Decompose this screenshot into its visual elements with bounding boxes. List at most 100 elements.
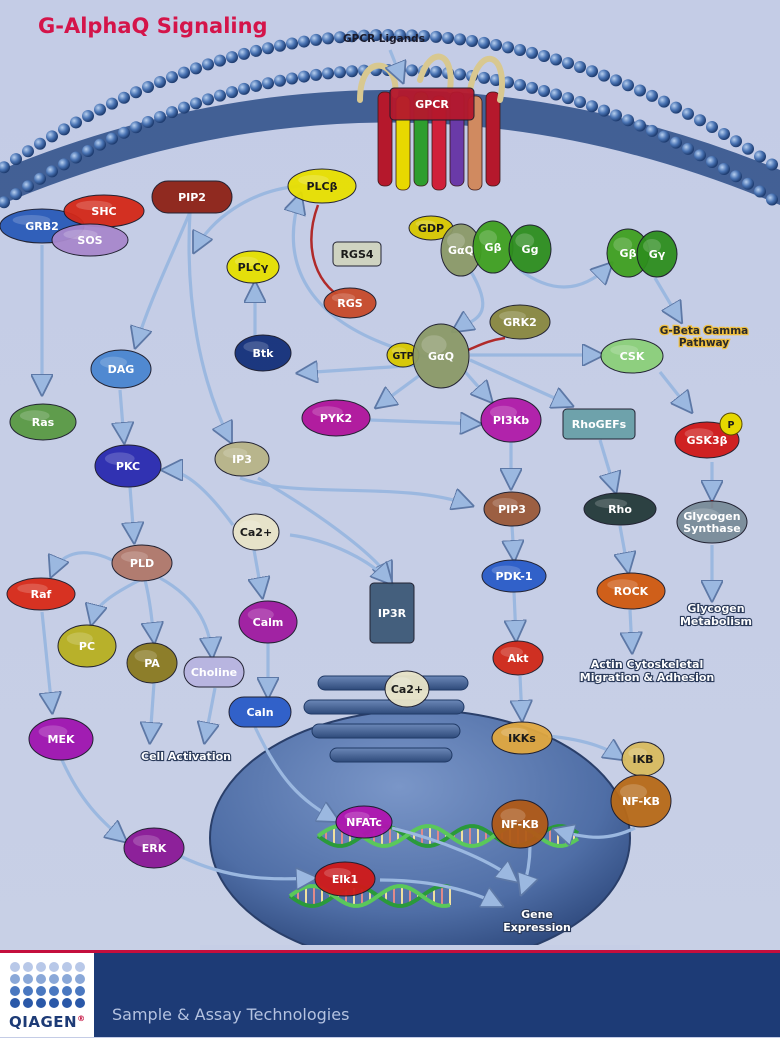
node-pi3k[interactable]: PI3Kb — [480, 397, 542, 443]
lipid-bead — [682, 142, 694, 155]
node-choline[interactable]: Choline — [183, 656, 245, 688]
lipid-bead — [478, 36, 490, 49]
node-sos[interactable]: SOS — [51, 223, 129, 257]
lipid-bead — [718, 163, 730, 176]
node-elk1[interactable]: Elk1 — [314, 861, 376, 897]
lipid-bead — [406, 29, 418, 42]
node-ca_er[interactable]: Ca2+ — [384, 670, 430, 708]
lipid-bead — [0, 196, 10, 209]
node-pc[interactable]: PC — [57, 624, 117, 668]
node-gg_right[interactable]: Gγ — [636, 230, 678, 278]
node-ip3r[interactable]: IP3R — [369, 582, 415, 644]
node-label: PI3Kb — [493, 414, 529, 427]
node-ikb[interactable]: IKB — [621, 741, 665, 777]
node-label: Calm — [253, 616, 284, 629]
pathway-arrow — [630, 609, 632, 650]
lipid-bead — [310, 33, 322, 46]
node-p_gsk[interactable]: P — [719, 412, 743, 436]
node-pyk2[interactable]: PYK2 — [301, 399, 371, 437]
node-shc[interactable]: SHC — [63, 194, 145, 228]
node-pld[interactable]: PLD — [111, 544, 173, 582]
lipid-bead — [634, 84, 646, 97]
logo-dot — [62, 974, 72, 984]
node-ip3[interactable]: IP3 — [214, 441, 270, 477]
pathway-arrows — [42, 49, 712, 905]
node-erk[interactable]: ERK — [123, 827, 185, 869]
node-plcb[interactable]: PLCβ — [287, 168, 357, 204]
node-nfatc[interactable]: NFATc — [335, 805, 393, 839]
node-csk[interactable]: CSK — [600, 338, 664, 374]
node-pa[interactable]: PA — [126, 642, 178, 684]
node-gaq[interactable]: GαQ — [412, 323, 470, 389]
node-pip3[interactable]: PIP3 — [483, 491, 541, 527]
lipid-bead — [718, 128, 730, 141]
node-ca_top[interactable]: Ca2+ — [232, 513, 280, 551]
lipid-bead — [526, 81, 538, 94]
node-rgs4[interactable]: RGS4 — [332, 241, 382, 267]
node-nfkb_in[interactable]: NF-KB — [491, 799, 549, 849]
node-gpcr[interactable]: GPCR — [389, 87, 475, 121]
qiagen-logo[interactable]: QIAGEN® — [0, 953, 94, 1037]
pathway-arrow — [92, 578, 141, 622]
node-akt[interactable]: Akt — [492, 640, 544, 676]
pathway-arrow — [391, 826, 515, 880]
node-pip2[interactable]: PIP2 — [151, 180, 233, 214]
node-label: NFATc — [346, 816, 382, 829]
lipid-bead — [238, 82, 250, 95]
lipid-bead — [670, 101, 682, 114]
node-plcg[interactable]: PLCγ — [226, 250, 280, 284]
lipid-bead — [0, 161, 10, 174]
logo-dot — [62, 962, 72, 972]
node-label: PDK-1 — [496, 570, 533, 583]
lipid-bead — [262, 77, 274, 90]
node-label: P — [728, 420, 735, 431]
node-label: PC — [79, 640, 95, 653]
lipid-bead — [694, 114, 706, 127]
node-rock[interactable]: ROCK — [596, 572, 666, 610]
node-gg_top[interactable]: Gg — [508, 224, 552, 274]
node-label: PA — [144, 657, 160, 670]
node-rhogefs[interactable]: RhoGEFs — [562, 408, 636, 440]
node-grk2[interactable]: GRK2 — [489, 304, 551, 340]
node-ras[interactable]: Ras — [9, 403, 77, 441]
node-gdp[interactable]: GDP — [408, 215, 454, 241]
node-pkc[interactable]: PKC — [94, 444, 162, 488]
pathway-arrow — [390, 49, 402, 80]
lipid-bead — [166, 106, 178, 119]
node-raf[interactable]: Raf — [6, 577, 76, 611]
node-btk[interactable]: Btk — [234, 334, 292, 372]
node-rho[interactable]: Rho — [583, 492, 657, 526]
lipid-bead — [322, 67, 334, 80]
node-gtp[interactable]: GTP — [386, 342, 420, 368]
cell-membrane — [0, 29, 780, 209]
node-mek[interactable]: MEK — [28, 717, 94, 761]
lipid-bead — [550, 88, 562, 101]
node-nfkb_out[interactable]: NF-KB — [610, 774, 672, 828]
node-grb2[interactable]: GRB2 — [0, 208, 85, 244]
node-pdk1[interactable]: PDK-1 — [481, 559, 547, 593]
logo-dot — [49, 998, 59, 1008]
node-caln[interactable]: Caln — [228, 696, 292, 728]
node-label: Caln — [246, 706, 273, 719]
node-rgs[interactable]: RGS — [323, 287, 377, 319]
lipid-bead — [490, 38, 502, 51]
node-label: PIP3 — [498, 503, 526, 516]
node-dag[interactable]: DAG — [90, 349, 152, 389]
node-gb_right[interactable]: Gβ — [606, 228, 650, 278]
logo-dot — [10, 974, 20, 984]
node-calm[interactable]: Calm — [238, 600, 298, 644]
node-label: Gβ — [485, 241, 502, 254]
lipid-bead — [406, 64, 418, 77]
pathway-arrow — [253, 726, 336, 820]
lipid-bead — [430, 65, 442, 78]
logo-dot — [36, 998, 46, 1008]
node-ikks[interactable]: IKKs — [491, 721, 553, 755]
inhibition-arc — [467, 336, 506, 352]
node-label: SHC — [91, 205, 116, 218]
node-gb_top[interactable]: Gβ — [472, 220, 514, 274]
